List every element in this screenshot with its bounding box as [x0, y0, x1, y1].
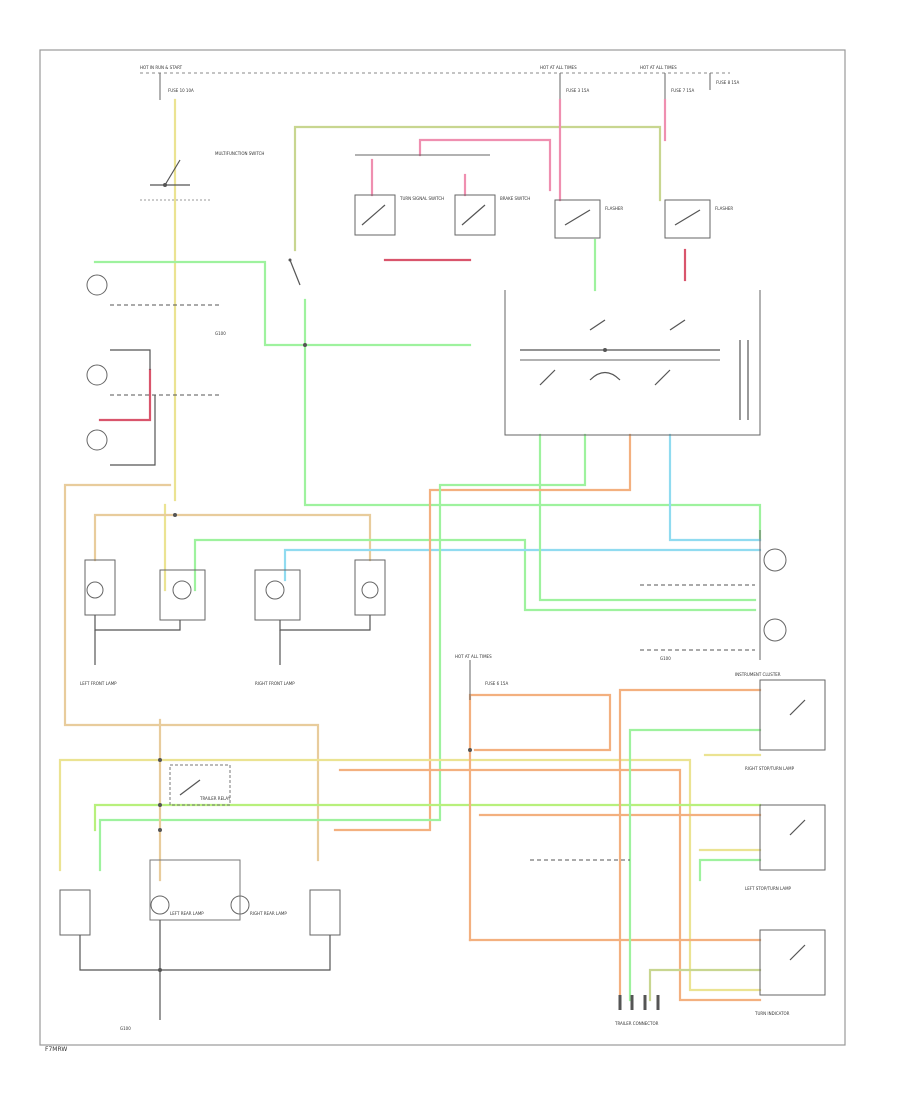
brake-switch-small — [288, 258, 301, 286]
label-left-side-lamp: LEFT STOP/TURN LAMP — [745, 886, 792, 891]
wire-tan-outer — [63, 483, 320, 862]
wire-lightgreen-rear — [93, 803, 762, 832]
wire-green-turn — [538, 433, 757, 602]
label-right-front-lamp: RIGHT FRONT LAMP — [255, 681, 295, 686]
wire-tan-front-lamps — [93, 513, 372, 562]
wire-green-rear — [98, 433, 587, 872]
components: MULTIFUNCTION SWITCH TURN SIGNAL SWITCH … — [59, 151, 826, 1031]
wire-orange-cluster-top — [618, 688, 762, 1002]
lamp-icon — [361, 581, 379, 599]
right-modules: INSTRUMENT CLUSTER RIGHT STOP/TURN LAMP … — [735, 672, 826, 1016]
lamp-icon — [172, 580, 192, 600]
diagram-border — [39, 49, 846, 1046]
lamp-icon — [763, 618, 787, 642]
wire-pink-flasher — [418, 138, 552, 192]
label-hot-at-all-times-top: HOT AT ALL TIMES — [540, 65, 577, 70]
trailer-relay: TRAILER RELAY — [169, 764, 231, 806]
label-ground-g100: G100 — [660, 656, 671, 661]
wire-green-loop — [93, 260, 472, 347]
wire-cyan-right-front — [283, 548, 762, 582]
label-left-front-lamp: LEFT FRONT LAMP — [80, 681, 117, 686]
wire-orange-turn — [333, 433, 632, 832]
multifunction-switch: MULTIFUNCTION SWITCH — [140, 151, 264, 201]
label-hot-run-start: HOT IN RUN & START — [140, 65, 183, 70]
mid-fuse: HOT AT ALL TIMES FUSE 6 15A — [455, 654, 630, 861]
wire-orange-rear — [338, 768, 762, 1002]
lamp-icon — [86, 364, 108, 386]
lamp-icon — [86, 581, 104, 599]
label-fuse-right: FUSE 7 15A — [671, 88, 694, 93]
wires — [58, 98, 762, 1002]
wire-green-side — [698, 858, 762, 882]
flasher-1: FLASHER — [554, 199, 623, 239]
label-right-side-lamp: RIGHT STOP/TURN LAMP — [745, 766, 795, 771]
wire-red-left — [98, 368, 152, 422]
label-trailer-relay: TRAILER RELAY — [199, 796, 231, 801]
turn-switch-box — [504, 290, 761, 436]
trailer-connector: TRAILER CONNECTOR — [614, 995, 660, 1026]
lamp-icon — [86, 429, 108, 451]
top-power-bus: HOT IN RUN & START HOT AT ALL TIMES HOT … — [140, 65, 739, 100]
label-fuse-far: FUSE 8 15A — [716, 80, 739, 85]
footer-code: F7MRW — [45, 1046, 67, 1053]
label-instrument-cluster: INSTRUMENT CLUSTER — [735, 672, 781, 677]
flasher-2: FLASHER — [664, 199, 733, 239]
lamp-icon — [265, 580, 285, 600]
label-fuse-mid: FUSE 3 15A — [566, 88, 589, 93]
lamp-icon — [763, 548, 787, 572]
label-multifunction-switch: MULTIFUNCTION SWITCH — [215, 151, 264, 156]
front-lamp-group: LEFT FRONT LAMP RIGHT FRONT LAMP — [80, 559, 386, 686]
lamp-icon — [86, 274, 108, 296]
wire-green-brake — [303, 298, 762, 542]
label-flasher-2: FLASHER — [715, 206, 733, 211]
wire-orange-cluster — [468, 693, 612, 942]
lamp-icon — [150, 895, 170, 915]
label-fuse-left: FUSE 10 10A — [168, 88, 194, 93]
rear-lamp-group: LEFT REAR LAMP RIGHT REAR LAMP G100 — [59, 859, 341, 1031]
label-brake-switch: BRAKE SWITCH — [500, 196, 530, 201]
label-hot-at-all-times-mid: HOT AT ALL TIMES — [455, 654, 492, 659]
wire-green-cluster — [628, 728, 762, 1002]
label-turn-indicator: TURN INDICATOR — [754, 1011, 790, 1016]
wire-olive-tail — [648, 968, 762, 1002]
label-fuse-mid2: FUSE 6 15A — [485, 681, 508, 686]
wire-olive-top — [293, 125, 662, 252]
label-right-rear-lamp: RIGHT REAR LAMP — [250, 911, 287, 916]
label-left-rear-lamp: LEFT REAR LAMP — [170, 911, 204, 916]
label-ground-g100: G100 — [120, 1026, 131, 1031]
label-flasher-1: FLASHER — [605, 206, 623, 211]
turn-signal-switch-block: TURN SIGNAL SWITCH BRAKE SWITCH — [354, 154, 530, 236]
label-turn-signal-switch: TURN SIGNAL SWITCH — [399, 196, 444, 201]
splice-points — [158, 343, 607, 972]
label-hot-at-all-times-right: HOT AT ALL TIMES — [640, 65, 677, 70]
right-front-lamps: G100 — [640, 530, 787, 661]
label-trailer-connector: TRAILER CONNECTOR — [614, 1021, 659, 1026]
wire-green-left-front — [193, 538, 757, 612]
wire-cyan-turn — [668, 433, 762, 542]
wire-yellow-rear-bus — [58, 758, 762, 992]
label-ground-g100: G100 — [215, 331, 226, 336]
left-lamps: G100 — [86, 274, 226, 466]
